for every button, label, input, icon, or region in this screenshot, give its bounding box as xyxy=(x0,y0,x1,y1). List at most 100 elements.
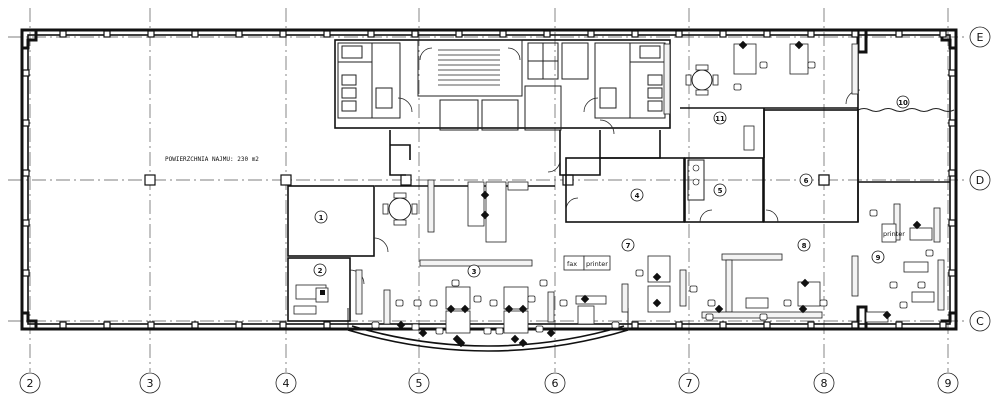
office-chair xyxy=(451,279,460,287)
office-chair xyxy=(783,299,792,307)
room-10: 10 xyxy=(845,89,955,112)
office-chair xyxy=(411,323,420,331)
monitor-mark xyxy=(546,328,556,338)
window-pier xyxy=(948,119,956,127)
office-chair xyxy=(819,299,828,307)
office-chair xyxy=(559,299,568,307)
monitor-mark xyxy=(446,304,456,314)
office-chair xyxy=(611,321,620,329)
office-chair xyxy=(807,61,816,69)
monitor-mark xyxy=(518,338,528,348)
window-pier xyxy=(895,30,903,38)
window-pier xyxy=(22,169,30,177)
window-pier xyxy=(323,30,331,38)
window-pier xyxy=(367,30,375,38)
area-label: POWIERZCHNIA NAJMU: 230 m2 xyxy=(165,156,259,163)
office-chair xyxy=(371,321,380,329)
window-pier xyxy=(895,321,903,329)
window-pier xyxy=(851,30,859,38)
axis-bubble-6: 6 xyxy=(544,372,566,394)
office-chair xyxy=(527,295,536,303)
axis-bubble-9: 9 xyxy=(937,372,959,394)
monitor-mark xyxy=(504,304,514,314)
window-pier xyxy=(587,30,595,38)
room-number-8: 8 xyxy=(802,242,807,250)
window-pier xyxy=(235,30,243,38)
window-pier xyxy=(631,30,639,38)
window-pier xyxy=(59,30,67,38)
office-chair xyxy=(917,281,926,289)
monitor-mark xyxy=(456,338,466,348)
window-pier xyxy=(543,30,551,38)
workstations-south xyxy=(396,286,556,348)
office-chair xyxy=(707,299,716,307)
window-pier xyxy=(948,219,956,227)
building-core xyxy=(334,39,671,131)
window-pier xyxy=(59,321,67,329)
printer-small-label: printer xyxy=(883,230,905,238)
monitor-mark xyxy=(418,328,428,338)
window-pier xyxy=(411,30,419,38)
office-chair xyxy=(539,279,548,287)
room-number-1: 1 xyxy=(319,214,324,222)
window-pier xyxy=(719,30,727,38)
window-pier xyxy=(235,321,243,329)
corridor-walls xyxy=(389,119,661,176)
office-chair xyxy=(489,299,498,307)
window-pier xyxy=(948,269,956,277)
window-piers xyxy=(22,30,956,329)
room-number-7: 7 xyxy=(626,242,631,250)
window-pier xyxy=(191,321,199,329)
room-number-11: 11 xyxy=(715,115,725,123)
office-chair xyxy=(435,327,444,335)
room-number-2: 2 xyxy=(318,267,323,275)
axis-label-C: C xyxy=(976,315,984,328)
room-11: 11 xyxy=(663,40,859,222)
meeting-table-left xyxy=(382,192,418,226)
window-pier xyxy=(675,30,683,38)
office-chair xyxy=(759,61,768,69)
room-7: 7 fax printer xyxy=(563,238,687,325)
window-pier xyxy=(763,321,771,329)
room-3: 3 xyxy=(355,179,555,325)
fax-label: fax xyxy=(567,260,577,268)
window-pier xyxy=(807,321,815,329)
axis-label-D: D xyxy=(976,174,984,187)
window-pier xyxy=(763,30,771,38)
window-pier xyxy=(948,69,956,77)
axis-bubble-5: 5 xyxy=(408,372,430,394)
window-pier xyxy=(103,321,111,329)
room-number-3: 3 xyxy=(472,268,477,276)
office-chair xyxy=(705,313,714,321)
room-2: 2 xyxy=(287,257,365,322)
office-chair xyxy=(733,83,742,91)
room-8: 8 xyxy=(701,238,823,319)
axis-label-8: 8 xyxy=(821,377,828,390)
office-chair xyxy=(495,327,504,335)
window-pier xyxy=(22,219,30,227)
window-pier xyxy=(147,30,155,38)
room-number-6: 6 xyxy=(804,177,809,185)
workstation-desk xyxy=(445,310,471,334)
room-9: 9 printer xyxy=(851,181,950,323)
window-pier xyxy=(675,321,683,329)
window-pier xyxy=(103,30,111,38)
axis-label-E: E xyxy=(977,31,984,44)
window-pier xyxy=(22,119,30,127)
window-pier xyxy=(22,69,30,77)
office-chair xyxy=(689,285,698,293)
room-1: 1 xyxy=(287,185,389,257)
axis-label-9: 9 xyxy=(945,377,952,390)
office-chair xyxy=(413,299,422,307)
printer-small xyxy=(881,223,897,243)
axis-label-4: 4 xyxy=(283,377,290,390)
axis-bubble-C: C xyxy=(969,310,991,332)
office-chair xyxy=(635,269,644,277)
room-number-10: 10 xyxy=(898,99,908,107)
monitor-mark xyxy=(510,334,520,344)
window-pier xyxy=(719,321,727,329)
window-pier xyxy=(279,30,287,38)
office-chair xyxy=(759,313,768,321)
room-6: 6 xyxy=(763,109,859,223)
office-chair xyxy=(483,327,492,335)
